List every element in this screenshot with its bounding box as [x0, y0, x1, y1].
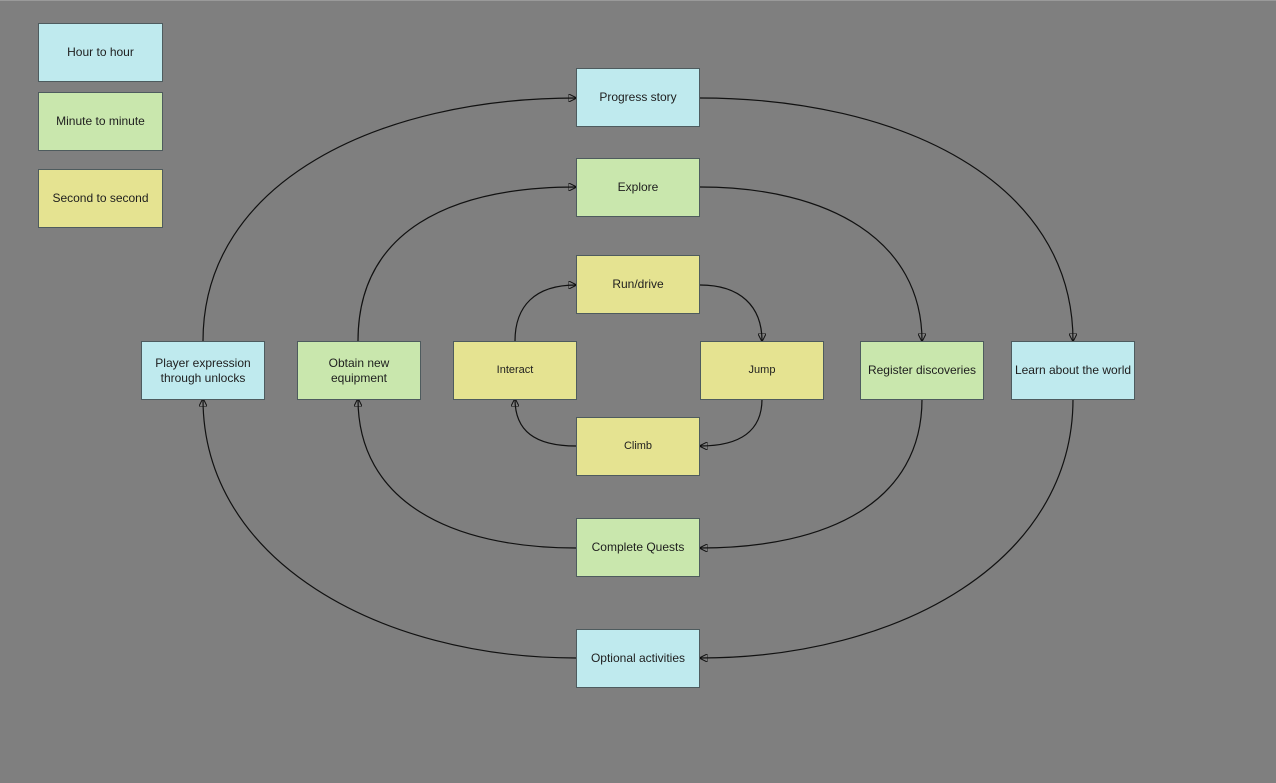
node-obtain-new-equipment[interactable]: Obtain new equipment [297, 341, 421, 400]
node-explore[interactable]: Explore [576, 158, 700, 217]
node-player-expression[interactable]: Player expression through unlocks [141, 341, 265, 400]
arrow-climb-to-interact [515, 399, 577, 447]
node-register-discoveries[interactable]: Register discoveries [860, 341, 984, 400]
arrow-obtain-equipment-to-explore [357, 187, 576, 342]
node-learn-about-the-world[interactable]: Learn about the world [1011, 341, 1135, 400]
arrow-optional-activities-to-player-expression [203, 399, 577, 659]
legend-second-to-second[interactable]: Second to second [38, 169, 163, 228]
arrow-register-discoveries-to-complete-quests [700, 398, 923, 548]
arrow-complete-quests-to-obtain-equipment [358, 399, 577, 549]
arrow-interact-to-run-drive [514, 285, 576, 342]
arrow-run-drive-to-jump [699, 284, 762, 341]
legend-minute-to-minute[interactable]: Minute to minute [38, 92, 163, 151]
arrow-learn-world-to-optional-activities [700, 398, 1074, 658]
arrow-jump-to-climb [700, 398, 763, 446]
node-optional-activities[interactable]: Optional activities [576, 629, 700, 688]
node-climb[interactable]: Climb [576, 417, 700, 476]
node-interact[interactable]: Interact [453, 341, 577, 400]
arrow-progress-story-to-learn-world [699, 97, 1073, 341]
node-progress-story[interactable]: Progress story [576, 68, 700, 127]
node-complete-quests[interactable]: Complete Quests [576, 518, 700, 577]
arrow-player-expression-to-progress-story [202, 98, 576, 342]
node-jump[interactable]: Jump [700, 341, 824, 400]
legend-hour-to-hour[interactable]: Hour to hour [38, 23, 163, 82]
node-run-drive[interactable]: Run/drive [576, 255, 700, 314]
arrow-explore-to-register-discoveries [699, 186, 922, 341]
